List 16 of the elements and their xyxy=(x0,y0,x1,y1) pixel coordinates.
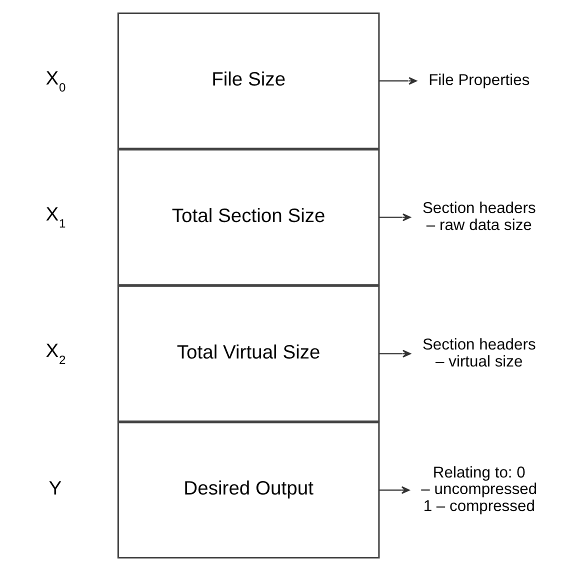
arrow xyxy=(378,486,410,494)
label: X$_{2}$ xyxy=(45,341,66,368)
node-box: Total Virtual Size xyxy=(116,285,380,422)
node-box: Total Section Size xyxy=(116,148,380,286)
node-text: Relating to: 0 – uncompressed 1 – compressed xyxy=(420,464,537,516)
node-text: File Properties xyxy=(428,72,530,89)
node-text: Section headers – raw data size xyxy=(422,200,536,234)
arrow xyxy=(378,350,410,358)
arrow xyxy=(378,77,416,85)
arrow xyxy=(378,213,410,222)
label: X$_{1}$ xyxy=(45,204,66,231)
node-text: Section headers – virtual size xyxy=(422,336,536,370)
label: X$_{0}$ xyxy=(45,68,66,94)
node-box: File Size xyxy=(116,12,380,150)
node-box: Desired Output xyxy=(116,422,380,558)
label: Y xyxy=(48,478,62,500)
